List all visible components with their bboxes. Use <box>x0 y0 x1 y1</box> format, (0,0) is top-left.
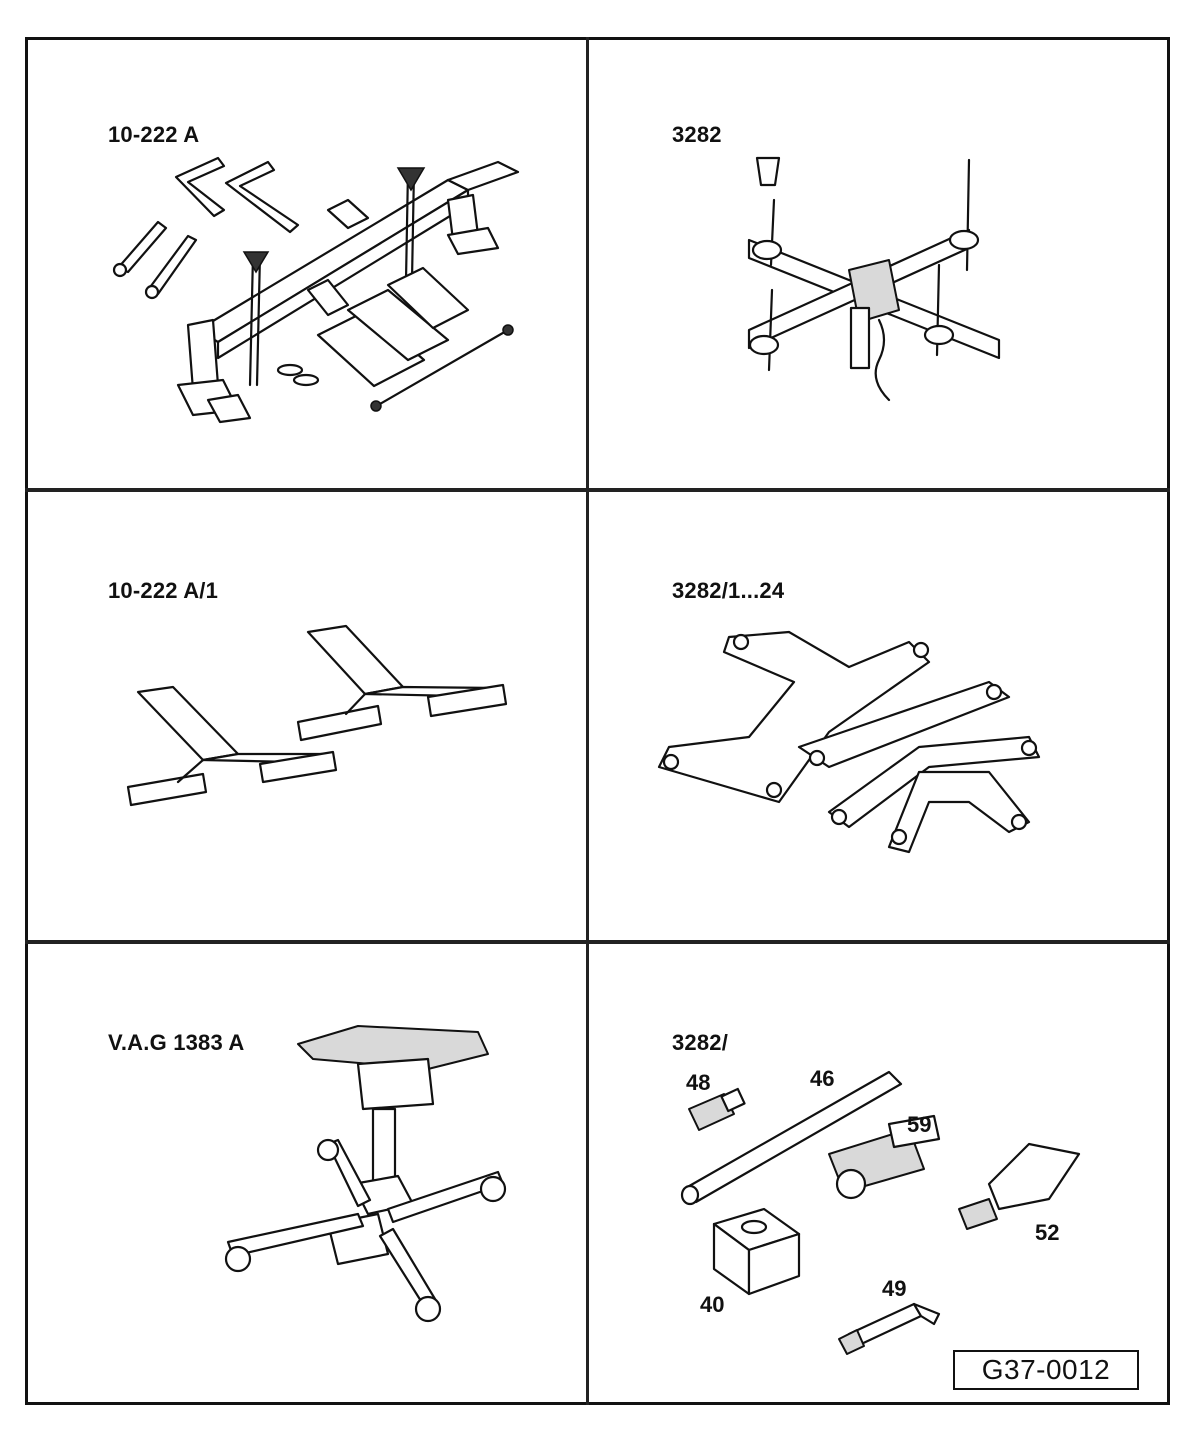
panel-label: 3282/1...24 <box>672 578 785 603</box>
figure-frame <box>25 37 1170 1405</box>
panel-adapter-parts: 3282/ 48 46 59 49 40 52 <box>589 944 1167 1402</box>
column-divider <box>586 37 589 1405</box>
panel-label: V.A.G 1383 A <box>108 1030 245 1055</box>
adjustment-plates-icon <box>657 630 1041 854</box>
row-divider-1 <box>25 488 1170 492</box>
part-label-46: 46 <box>810 1066 835 1091</box>
engine-support-bridge-icon <box>112 156 520 424</box>
panel-label: 3282/ <box>672 1030 729 1055</box>
panel-label: 10-222 A <box>108 122 200 147</box>
part-label-48: 48 <box>686 1070 711 1095</box>
part-label-52: 52 <box>1035 1220 1060 1245</box>
support-feet-adapters-icon <box>126 624 508 807</box>
transmission-support-plate-cross-icon <box>747 156 1001 402</box>
panel-adjustment-plates: 3282/1...24 <box>589 492 1167 940</box>
part-label-40: 40 <box>700 1292 725 1317</box>
panel-transmission-support: 3282 <box>589 40 1167 488</box>
panel-label: 10-222 A/1 <box>108 578 219 603</box>
part-label-59: 59 <box>907 1112 932 1137</box>
row-divider-2 <box>25 940 1170 944</box>
adapter-parts-icon <box>680 1070 1081 1355</box>
panel-support-feet: 10-222 A/1 <box>28 492 586 940</box>
part-label-49: 49 <box>882 1276 907 1301</box>
figure-code: G37-0012 <box>953 1350 1139 1390</box>
transmission-jack-icon <box>224 1025 507 1323</box>
panel-engine-support-bridge: 10-222 A <box>28 40 586 488</box>
panel-label: 3282 <box>672 122 722 147</box>
panel-transmission-jack: V.A.G 1383 A <box>28 944 586 1402</box>
